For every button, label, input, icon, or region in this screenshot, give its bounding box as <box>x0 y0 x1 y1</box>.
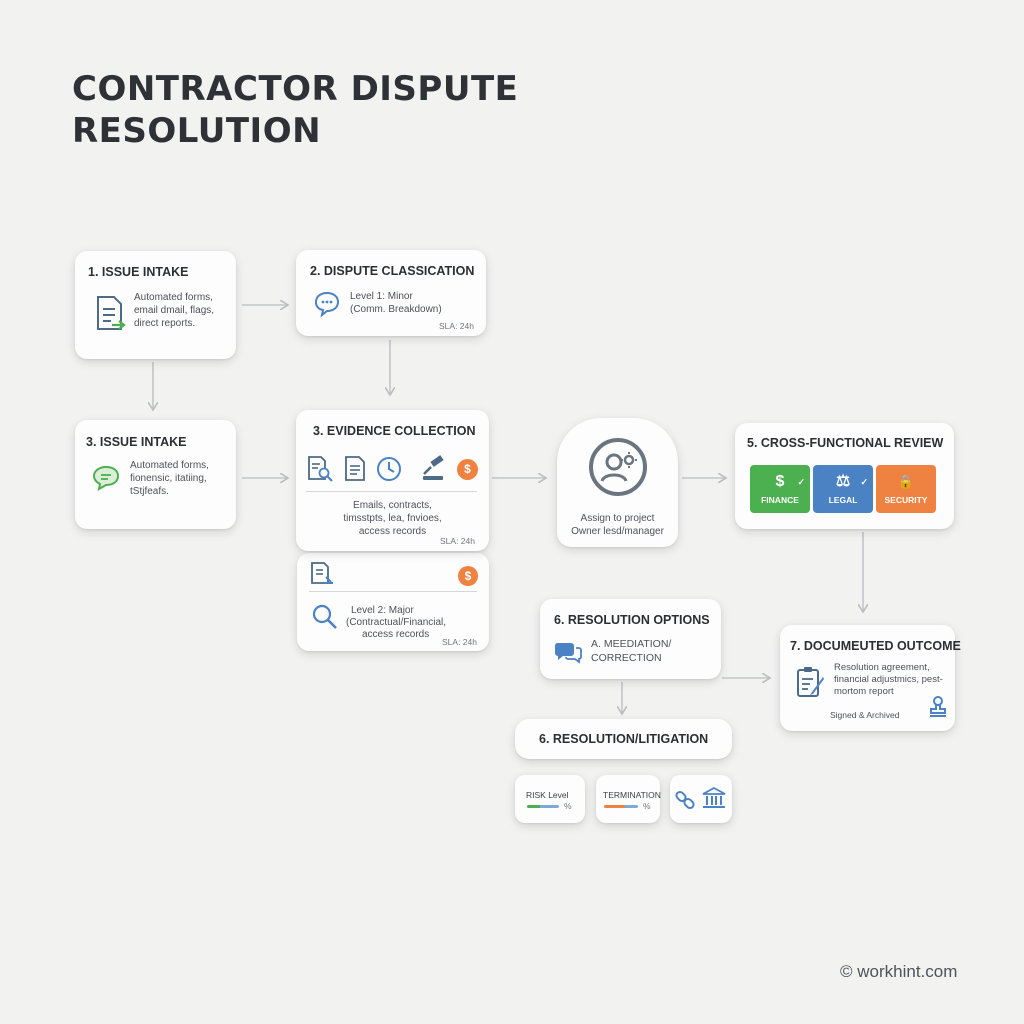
assign-owner-card[interactable]: Assign to project Owner lesd/manager <box>557 418 678 547</box>
evidence-level-2-divider <box>309 591 477 592</box>
bank-icon <box>702 786 726 808</box>
legal-links-card[interactable] <box>670 775 732 823</box>
magnifier-icon <box>312 604 337 629</box>
dispute-classification-heading: 2. DISPUTE CLASSICATION <box>310 264 475 278</box>
dollar-icon: $ <box>775 473 785 490</box>
evidence-level-2-card[interactable]: $ Level 2: Major (Contractual/Financial,… <box>297 553 489 651</box>
chat-bubbles-icon <box>554 643 582 664</box>
check-icon: ✓ <box>860 477 868 487</box>
issue-intake-description: Automated forms, email dmail, flags, dir… <box>134 292 215 329</box>
message-icon <box>92 465 120 491</box>
termination-percent: % <box>643 801 651 811</box>
document-search-icon <box>308 456 333 482</box>
issue-intake-heading: 1. ISSUE INTAKE <box>88 265 189 279</box>
classification-level: Level 1: Minor <box>350 291 413 302</box>
risk-level-bar <box>527 805 559 808</box>
resolution-options-card[interactable]: 6. RESOLUTION OPTIONS A. MEEDIATION/ COR… <box>540 599 721 679</box>
resolution-option-a-line1: A. MEEDIATION/ <box>591 638 672 650</box>
evidence-collection-card[interactable]: 3. EVIDENCE COLLECTION $ Emails, contrac… <box>296 410 489 551</box>
classification-detail: (Comm. Breakdown) <box>350 304 442 315</box>
evidence-sla: SLA: 24h <box>440 536 475 546</box>
user-gear-icon <box>589 438 647 496</box>
stamp-icon <box>930 696 946 717</box>
issue-intake-card[interactable]: 1. ISSUE INTAKE Automated forms, email d… <box>75 251 236 359</box>
dollar-icon: $ <box>457 459 478 480</box>
resolution-options-heading: 6. RESOLUTION OPTIONS <box>554 613 710 627</box>
evidence-level-2-detail-2: access records <box>362 629 430 640</box>
gavel-icon <box>423 455 444 480</box>
resolution-option-a-line2: CORRECTION <box>591 652 662 664</box>
classification-sla: SLA: 24h <box>439 321 474 331</box>
issue-intake-secondary-heading: 3. ISSUE INTAKE <box>86 435 187 449</box>
termination-card[interactable]: TERMINATION % <box>596 775 661 823</box>
legal-label: LEGAL <box>828 495 858 505</box>
cross-functional-review-card[interactable]: 5. CROSS-FUNCTIONAL REVIEW $ ✓ FINANCE ⚖… <box>735 423 954 529</box>
termination-bar <box>604 805 638 808</box>
clipboard-pen-icon <box>797 667 824 697</box>
chain-link-icon <box>675 790 695 810</box>
resolution-litigation-card[interactable]: 6. RESOLUTION/LITIGATION <box>515 719 732 759</box>
security-label: SECURITY <box>884 495 928 505</box>
clock-icon <box>377 457 401 481</box>
title-line-2: RESOLUTION <box>72 111 322 151</box>
documented-outcome-heading: 7. DOCUMEUTED OUTCOME <box>790 639 961 653</box>
scales-icon: ⚖ <box>835 473 851 490</box>
chat-bubble-icon <box>314 291 340 318</box>
documented-outcome-description: Resolution agreement, financial adjustmi… <box>834 662 943 697</box>
document-arrow-icon <box>97 296 126 330</box>
signed-archived-label: Signed & Archived <box>830 710 900 720</box>
footer-copyright: © workhint.com <box>840 962 958 981</box>
page-title: CONTRACTOR DISPUTE RESOLUTION <box>72 68 518 152</box>
evidence-collection-heading: 3. EVIDENCE COLLECTION <box>313 424 476 438</box>
security-department-tile[interactable]: 🔒 SECURITY <box>876 465 936 513</box>
risk-level-label: RISK Level <box>526 790 569 800</box>
dollar-icon: $ <box>458 566 478 586</box>
evidence-divider <box>306 491 477 492</box>
check-icon: ✓ <box>797 477 805 487</box>
risk-level-percent: % <box>564 801 572 811</box>
lock-icon: 🔒 <box>897 474 915 489</box>
document-icon <box>345 456 365 481</box>
dispute-classification-card[interactable]: 2. DISPUTE CLASSICATION Level 1: Minor (… <box>296 250 486 336</box>
document-gavel-icon <box>311 562 333 584</box>
issue-intake-secondary-card[interactable]: 3. ISSUE INTAKE Automated forms, fionens… <box>75 420 236 529</box>
cross-functional-review-heading: 5. CROSS-FUNCTIONAL REVIEW <box>747 436 944 450</box>
risk-level-card[interactable]: RISK Level % <box>515 775 585 823</box>
documented-outcome-card[interactable]: 7. DOCUMEUTED OUTCOME Resolution agreeme… <box>780 625 961 731</box>
evidence-level-2-detail: (Contractual/Financial, <box>346 617 447 628</box>
legal-department-tile[interactable]: ⚖ ✓ LEGAL <box>813 465 873 513</box>
evidence-description: Emails, contracts, timsstpts, lea, fnvio… <box>343 500 442 537</box>
evidence-level-2-sla: SLA: 24h <box>442 637 477 647</box>
termination-label: TERMINATION <box>603 790 661 800</box>
issue-intake-secondary-description: Automated forms, fionensic, itatiing, tS… <box>130 460 209 497</box>
evidence-level-2-level: Level 2: Major <box>351 605 414 616</box>
resolution-litigation-heading: 6. RESOLUTION/LITIGATION <box>539 732 709 746</box>
assign-owner-text: Assign to project Owner lesd/manager <box>571 513 664 537</box>
finance-department-tile[interactable]: $ ✓ FINANCE <box>750 465 810 513</box>
finance-label: FINANCE <box>761 495 799 505</box>
title-line-1: CONTRACTOR DISPUTE <box>72 69 519 109</box>
